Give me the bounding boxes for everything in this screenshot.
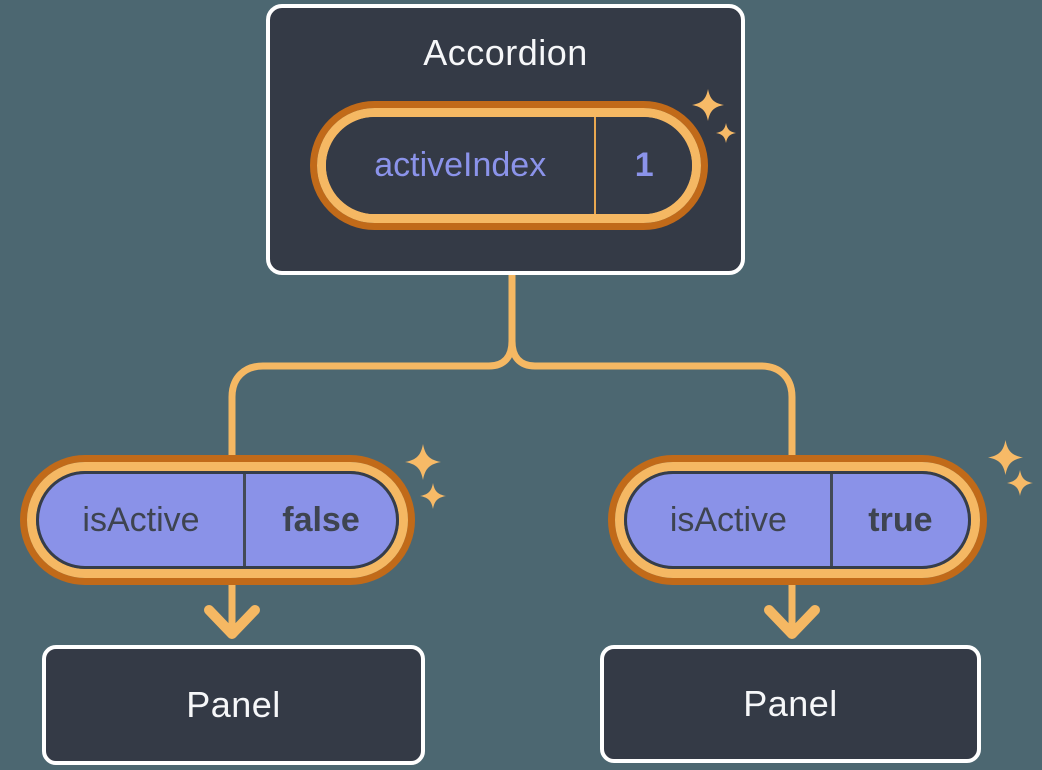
prop-pill-ring: isActive true: [615, 462, 980, 578]
branch-right-line: [508, 270, 796, 638]
state-pill-body: activeIndex 1: [326, 117, 692, 214]
prop-name-label: isActive: [82, 500, 200, 539]
panel-node-left: Panel: [42, 645, 425, 765]
panel-node-title: Panel: [186, 684, 281, 725]
prop-name-label: isActive: [669, 500, 787, 539]
state-name-label: activeIndex: [374, 146, 547, 184]
prop-value-label: false: [282, 500, 360, 539]
sparkle-icon: [1007, 470, 1033, 496]
arrow-down-icon: [204, 605, 260, 639]
sparkle-icon: [988, 440, 1023, 475]
prop-pill-body: isActive true: [624, 471, 971, 569]
arrow-down-icon: [764, 605, 820, 639]
state-value-label: 1: [634, 146, 654, 184]
accordion-node-title: Accordion: [423, 32, 588, 73]
prop-value-label: true: [868, 500, 933, 539]
prop-pill-divider: [243, 474, 246, 566]
sparkle-icon: [692, 89, 724, 121]
panel-node-right: Panel: [600, 645, 981, 763]
prop-pill-divider: [829, 474, 833, 566]
state-pill-divider: [594, 117, 597, 214]
prop-pill-body: isActive false: [36, 471, 399, 569]
prop-pill-isactive-true: isActive true: [608, 455, 987, 585]
prop-pill-ring: isActive false: [27, 462, 408, 578]
state-pill-ring: activeIndex 1: [317, 108, 701, 223]
panel-node-title: Panel: [743, 683, 838, 724]
sparkle-icon: [420, 483, 446, 509]
prop-pill-isactive-false: isActive false: [20, 455, 415, 585]
state-pill-activeindex: activeIndex 1: [310, 101, 708, 230]
sparkle-icon: [716, 123, 736, 143]
sparkle-icon: [405, 444, 441, 480]
